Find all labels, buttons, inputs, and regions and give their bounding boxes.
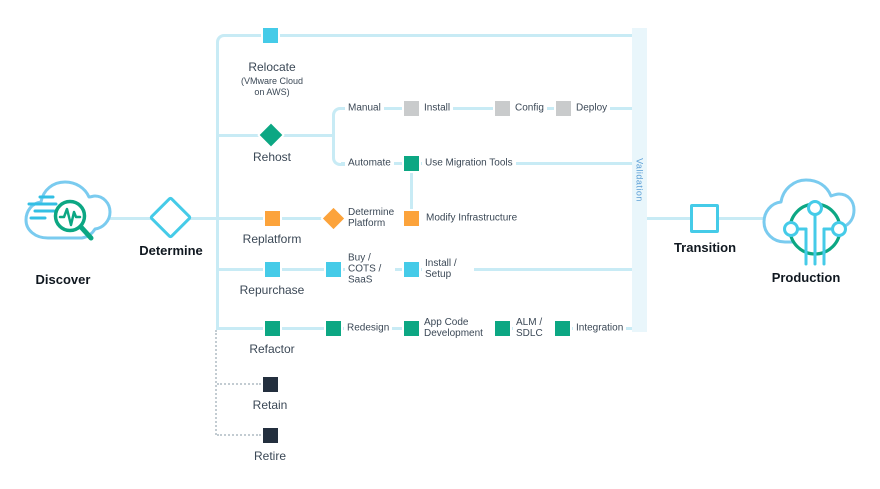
config-node bbox=[492, 98, 512, 118]
rehost-label: Rehost bbox=[252, 150, 292, 164]
replatform-node bbox=[262, 208, 282, 228]
redesign-node bbox=[323, 318, 343, 338]
retire-node bbox=[260, 425, 280, 445]
app-code-development-label: App Code Development bbox=[421, 316, 493, 340]
repurchase-label: Repurchase bbox=[239, 283, 305, 297]
validation-label: Validation bbox=[634, 158, 645, 202]
buy-cots-saas-node bbox=[323, 259, 343, 279]
determine-platform-label: Determine Platform bbox=[345, 206, 409, 230]
repurchase-node bbox=[262, 259, 282, 279]
automate-split-corner bbox=[331, 152, 345, 166]
production-cloud-icon bbox=[762, 178, 856, 266]
relocate-label: Relocate bbox=[248, 60, 296, 74]
modify-infrastructure-label: Modify Infrastructure bbox=[423, 211, 521, 225]
refactor-node bbox=[262, 318, 282, 338]
retain-dotted-branch bbox=[217, 382, 261, 385]
use-migration-tools-label: Use Migration Tools bbox=[422, 156, 516, 170]
retain-label: Retain bbox=[252, 398, 288, 412]
install-node bbox=[401, 98, 421, 118]
production-label: Production bbox=[771, 270, 841, 285]
tools-to-modify-connector bbox=[409, 164, 413, 217]
transition-label: Transition bbox=[673, 240, 737, 255]
modify-infrastructure-node bbox=[401, 208, 421, 228]
app-code-development-node bbox=[401, 318, 421, 338]
alm-sdlc-label: ALM / SDLC bbox=[513, 316, 555, 340]
deploy-label: Deploy bbox=[573, 101, 611, 115]
buy-cots-saas-label: Buy / COTS / SaaS bbox=[345, 251, 395, 287]
relocate-line bbox=[226, 33, 633, 37]
retire-label: Retire bbox=[253, 449, 286, 463]
rehost-node bbox=[256, 120, 286, 150]
retain-retire-dotted-line bbox=[215, 330, 217, 435]
install-setup-label: Install / Setup bbox=[422, 257, 474, 281]
determine-label: Determine bbox=[139, 243, 203, 258]
refactor-label: Refactor bbox=[249, 342, 295, 356]
redesign-label: Redesign bbox=[344, 321, 393, 335]
integration-node bbox=[552, 318, 572, 338]
rehost-split-line bbox=[331, 116, 335, 154]
automate-label: Automate bbox=[345, 156, 394, 170]
manual-split-corner bbox=[331, 106, 345, 120]
manual-line bbox=[341, 106, 633, 110]
relocate-node bbox=[260, 25, 280, 45]
trunk-top-corner bbox=[215, 33, 231, 49]
config-label: Config bbox=[512, 101, 547, 115]
determine-platform-node bbox=[319, 204, 347, 232]
trunk-line bbox=[215, 44, 219, 330]
validation-bar: Validation bbox=[632, 28, 647, 332]
retain-node bbox=[260, 374, 280, 394]
discover-cloud-icon bbox=[24, 180, 112, 241]
install-setup-node bbox=[401, 259, 421, 279]
alm-sdlc-node bbox=[492, 318, 512, 338]
determine-node bbox=[148, 195, 192, 239]
manual-label: Manual bbox=[345, 101, 384, 115]
replatform-label: Replatform bbox=[242, 232, 302, 246]
transition-node bbox=[689, 203, 719, 233]
use-migration-tools-node bbox=[401, 153, 421, 173]
discover-label: Discover bbox=[35, 272, 91, 287]
integration-label: Integration bbox=[573, 321, 627, 335]
relocate-sublabel: (VMware Cloud on AWS) bbox=[240, 76, 304, 97]
retire-dotted-branch bbox=[217, 433, 261, 436]
deploy-node bbox=[553, 98, 573, 118]
install-label: Install bbox=[421, 101, 454, 115]
main-flow-line bbox=[100, 216, 420, 220]
